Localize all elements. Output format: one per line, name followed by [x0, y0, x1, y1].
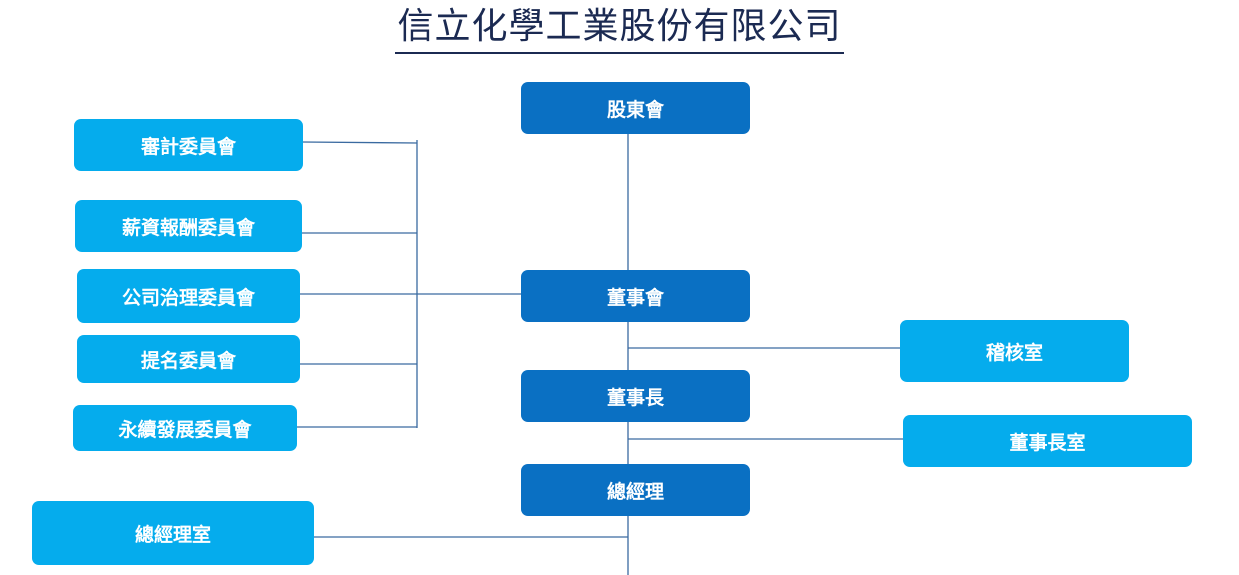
nomination-committee-box[interactable]: 提名委員會	[77, 335, 300, 383]
company-title: 信立化學工業股份有限公司	[395, 4, 844, 54]
board-of-directors-label: 董事會	[606, 286, 664, 309]
governance-committee-box[interactable]: 公司治理委員會	[77, 269, 300, 323]
page-title: 信立化學工業股份有限公司	[0, 4, 1239, 54]
internal-audit-office-box[interactable]: 稽核室	[900, 320, 1129, 382]
connector-audit-committee	[301, 141, 418, 144]
shareholders-meeting-box[interactable]: 股東會	[521, 82, 750, 134]
shareholders-meeting-label: 股東會	[606, 98, 664, 121]
internal-audit-office-label: 稽核室	[985, 341, 1043, 364]
governance-committee-label: 公司治理委員會	[121, 286, 255, 309]
compensation-committee-box[interactable]: 薪資報酬委員會	[75, 200, 302, 252]
chairman-label: 董事長	[606, 386, 664, 409]
audit-committee-box[interactable]: 審計委員會	[74, 119, 303, 171]
chairman-office-box[interactable]: 董事長室	[903, 415, 1192, 467]
chairman-office-label: 董事長室	[1009, 431, 1086, 454]
gm-office-label: 總經理室	[134, 523, 211, 546]
chairman-box[interactable]: 董事長	[521, 370, 750, 422]
board-of-directors-box[interactable]: 董事會	[521, 270, 750, 322]
compensation-committee-label: 薪資報酬委員會	[121, 216, 255, 239]
gm-office-box[interactable]: 總經理室	[32, 501, 314, 565]
audit-committee-label: 審計委員會	[140, 135, 236, 158]
sustainability-committee-label: 永續發展委員會	[118, 418, 252, 441]
sustainability-committee-box[interactable]: 永續發展委員會	[73, 405, 297, 451]
general-manager-box[interactable]: 總經理	[521, 464, 750, 516]
nomination-committee-label: 提名委員會	[140, 349, 236, 372]
general-manager-label: 總經理	[606, 480, 664, 503]
